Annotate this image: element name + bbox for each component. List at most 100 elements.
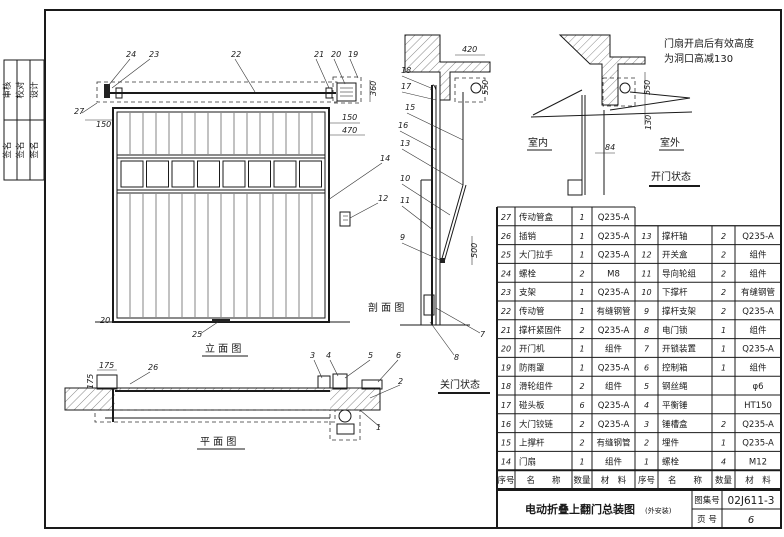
open-state-view: 550 130 84 室内 室外 门扇开启后有效高度 为洞口高减130 开门状态 <box>527 34 754 196</box>
part-quantity: 1 <box>721 345 726 354</box>
part-material: 组件 <box>749 362 767 373</box>
dim-550: 550 <box>481 80 490 95</box>
part-number: 13 <box>641 232 651 241</box>
callout-3: 3 <box>310 351 315 360</box>
part-material: 组件 <box>605 456 623 467</box>
door-window <box>273 160 297 188</box>
part-material: Q235-A <box>598 363 630 373</box>
door-window <box>222 160 246 188</box>
dim-420: 420 <box>462 45 477 54</box>
dim-175-width: 175 <box>99 361 114 370</box>
part-material: Q235-A <box>598 401 630 411</box>
door-window <box>197 160 220 188</box>
part-name: 锤槽盒 <box>662 419 688 430</box>
part-number: 12 <box>641 251 651 260</box>
part-number: 11 <box>641 269 651 278</box>
open-note-line1: 门扇开启后有效高度 <box>664 37 754 50</box>
part-material: Q235-A <box>742 232 774 242</box>
switch-box <box>339 211 351 227</box>
dim-360: 360 <box>369 81 378 96</box>
part-number: 7 <box>644 345 650 354</box>
table-header-right-0: 序号 <box>638 475 655 486</box>
drawing-title-note: (外安装) <box>645 506 672 515</box>
part-material: 组件 <box>605 381 623 392</box>
elevation-title: 立 面 图 <box>205 342 241 355</box>
dim-150-right: 150 <box>342 113 357 122</box>
part-quantity: 2 <box>721 251 726 260</box>
part-quantity: 1 <box>721 439 726 448</box>
part-number: 5 <box>644 382 649 391</box>
part-number: 25 <box>501 251 511 260</box>
callout-6: 6 <box>396 351 401 360</box>
signoff-role-3: 设计 <box>29 81 40 99</box>
table-header-left-3: 材 料 <box>601 475 627 486</box>
part-material: Q235-A <box>598 251 630 261</box>
part-material: Q235-A <box>598 288 630 298</box>
plan-title: 平 面 图 <box>200 436 236 448</box>
table-header-left-1: 名 称 <box>526 475 561 486</box>
table-header-left-2: 数量 <box>573 475 591 486</box>
door-window <box>120 160 144 188</box>
title-block: 电动折叠上翻门总装图 (外安装) 图集号 02J611-3 页 号 6 <box>496 489 782 529</box>
callout-7: 7 <box>480 330 486 339</box>
part-name: 埋件 <box>662 438 680 449</box>
motor-plan <box>338 409 352 423</box>
door-handle <box>212 319 230 322</box>
part-name: 电门锁 <box>662 325 688 336</box>
part-quantity: 1 <box>579 251 584 260</box>
part-name: 下撑杆 <box>662 287 688 298</box>
part-material: Q235-A <box>598 326 630 336</box>
part-name: 大门铰链 <box>519 419 554 430</box>
part-number: 9 <box>644 307 649 316</box>
dim-500: 500 <box>470 243 479 258</box>
page-label: 页 号 <box>697 515 717 525</box>
dim-84: 84 <box>605 143 615 152</box>
part-quantity: 1 <box>579 363 584 372</box>
table-header-right-3: 材 料 <box>745 475 771 486</box>
table-header-right-1: 名 称 <box>668 475 703 486</box>
part-number: 24 <box>501 269 511 278</box>
callout-18: 18 <box>401 66 411 75</box>
part-name: 传动管盒 <box>519 212 554 223</box>
part-number: 8 <box>644 326 649 335</box>
part-quantity: 2 <box>579 439 584 448</box>
part-name: 撑杆紧固件 <box>519 325 562 336</box>
signoff-role-2: 校对 <box>15 81 26 99</box>
callout-24: 24 <box>126 50 136 59</box>
callout-9: 9 <box>400 233 405 242</box>
part-name: 撑杆轴 <box>662 231 688 242</box>
part-quantity: 1 <box>579 345 584 354</box>
part-quantity: 2 <box>579 269 584 278</box>
part-material: 有缝钢管 <box>596 438 630 449</box>
part-name: 开关盒 <box>662 250 688 261</box>
callout-4: 4 <box>326 351 331 360</box>
callout-14: 14 <box>380 154 390 163</box>
callout-20: 20 <box>331 50 341 59</box>
part-name: 钢丝绳 <box>662 381 688 392</box>
page-no: 6 <box>748 515 754 526</box>
part-number: 17 <box>501 401 512 410</box>
part-material: 组件 <box>605 344 623 355</box>
door-window <box>146 160 169 188</box>
part-quantity: 2 <box>721 288 726 297</box>
part-material: HT150 <box>744 401 772 411</box>
part-material: Q235-A <box>742 345 774 355</box>
part-quantity: 2 <box>721 307 726 316</box>
part-number: 21 <box>501 326 511 335</box>
part-name: 传动管 <box>519 306 545 317</box>
part-quantity: 2 <box>721 232 726 241</box>
part-material: 有缝钢管 <box>741 287 775 298</box>
dim-470: 470 <box>342 126 357 135</box>
callout-27: 27 <box>74 107 85 116</box>
callout-5: 5 <box>368 351 373 360</box>
callout-16: 16 <box>398 121 408 130</box>
elevation-view: 360 150 470 150 20 24 23 22 21 20 19 27 … <box>74 50 390 357</box>
part-material: Q235-A <box>598 420 630 430</box>
part-material: Q235-A <box>598 232 630 242</box>
part-name: 平衡锤 <box>662 400 688 411</box>
dim-open-550: 550 <box>643 80 652 95</box>
signoff-sign-3: 签名 <box>29 141 40 158</box>
callout-26: 26 <box>148 363 158 372</box>
part-name: 撑杆支架 <box>662 306 697 317</box>
callout-12: 12 <box>378 194 388 203</box>
